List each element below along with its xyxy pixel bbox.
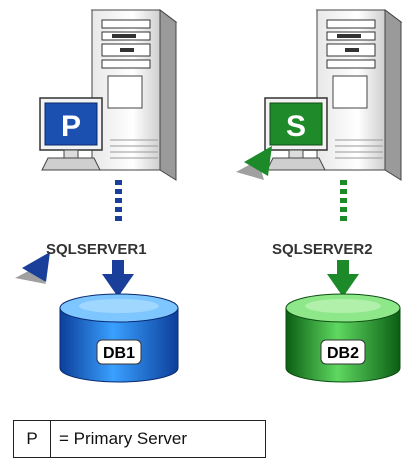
server-tower-icon	[90, 9, 178, 181]
server-tower-icon	[315, 9, 403, 181]
secondary-monitor-icon: S	[264, 97, 328, 171]
monitor-letter-s: S	[286, 110, 306, 143]
legend-key: P	[14, 421, 51, 457]
connector-dashed-line	[340, 180, 347, 221]
arrow-down-icon	[327, 260, 359, 297]
server-name-label: SQLSERVER2	[272, 241, 373, 258]
legend-description: = Primary Server	[59, 429, 187, 448]
arrow-down-icon	[102, 260, 134, 297]
server-2-group: S SQLSERVER2 DB2	[236, 9, 403, 383]
primary-monitor-icon: P	[39, 97, 103, 171]
connector-dashed-line	[115, 180, 122, 221]
database-cylinder-icon: DB1	[59, 293, 179, 383]
pointer-cursor-icon	[236, 146, 272, 180]
server-name-label: SQLSERVER1	[46, 241, 147, 258]
database-cylinder-icon: DB2	[285, 293, 401, 383]
legend-box: P = Primary Server	[13, 420, 266, 458]
monitor-letter-p: P	[61, 110, 81, 143]
database-label: DB2	[327, 345, 359, 362]
server-1-group: P SQLSERVER1 DB1	[15, 9, 179, 383]
pointer-cursor-icon	[15, 252, 50, 284]
database-label: DB1	[103, 345, 135, 362]
